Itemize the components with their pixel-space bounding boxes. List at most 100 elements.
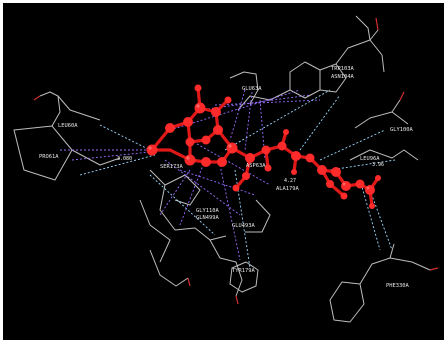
label-ala179: ALA179A	[276, 186, 299, 192]
hbond-line	[71, 151, 151, 161]
ligand-atom	[355, 179, 365, 189]
ligand-atom	[264, 164, 272, 172]
label-phe330: PHE330A	[386, 283, 409, 289]
label-gly110: GLY110A	[196, 208, 219, 214]
label-gln499: GLN499A	[196, 215, 219, 221]
interaction-lines	[60, 89, 396, 269]
ligand-atom	[375, 175, 381, 181]
viewport-background	[3, 3, 444, 340]
atom-highlight	[196, 104, 200, 108]
label-pro61: PRO61A	[39, 154, 59, 160]
atom-highlight	[366, 186, 370, 190]
label-glu493: GLU493A	[232, 223, 255, 229]
residue-pro61-ring	[13, 125, 73, 181]
residue-leu96-chain	[349, 149, 419, 161]
residue-trp103-chain	[237, 29, 385, 111]
label-asn104: ASN104A	[331, 74, 354, 80]
residue-oxygen	[235, 295, 239, 305]
label-trp103: TRP103A	[331, 66, 354, 72]
hbond-line	[224, 89, 331, 151]
residue-phe330-ring	[329, 281, 365, 323]
ligand-atom	[224, 96, 232, 104]
residue-bottom-left	[149, 249, 189, 287]
ligand-atom	[183, 117, 193, 127]
ligand-atom	[291, 151, 301, 161]
hbond-line	[214, 99, 321, 106]
hbond-line	[199, 94, 311, 111]
ligand-atom	[211, 107, 221, 117]
atom-highlight	[148, 146, 152, 150]
ligand-atom	[261, 145, 271, 155]
ligand-atom	[305, 153, 315, 163]
residue-trp103-ring2	[319, 63, 347, 93]
ligand-atom	[232, 184, 240, 192]
ligand-atom	[340, 192, 348, 200]
residue-glu63-chain	[229, 71, 259, 105]
label-leu60: LEU60A	[58, 123, 78, 129]
residue-central-2	[164, 174, 201, 206]
hbond-line	[299, 94, 341, 151]
ligand-atom	[365, 185, 375, 195]
ligand-atom	[185, 137, 195, 147]
hbond-line	[169, 89, 301, 131]
ligand-atom	[245, 153, 255, 163]
ligand-atom	[326, 180, 334, 188]
hbond-line	[229, 89, 246, 141]
ligand-atom	[217, 157, 227, 167]
ligand-atom	[341, 181, 351, 191]
ligand-atom	[184, 154, 196, 166]
hbond-line	[244, 91, 253, 151]
label-asp63: ASP63A	[246, 163, 266, 169]
ligand-atom	[201, 135, 211, 145]
hbond-line	[369, 189, 393, 251]
atom-highlight	[228, 144, 232, 148]
ligand-atom	[194, 102, 206, 114]
atom-highlight	[186, 156, 190, 160]
ligand-atom-highlights	[148, 104, 370, 190]
residue-tyr179-ring	[229, 261, 259, 293]
ligand-atom	[283, 129, 289, 135]
hbond-line	[149, 174, 216, 236]
residue-sticks	[13, 15, 431, 323]
ligand-atom	[146, 144, 158, 156]
residue-link-left	[71, 149, 121, 166]
ligand-atom	[165, 123, 175, 133]
residue-hetero-atoms	[33, 17, 439, 305]
hbond-line	[164, 159, 241, 216]
residue-leu60-chain	[39, 91, 101, 127]
ligand-atom	[201, 157, 211, 167]
hbond-line	[329, 159, 396, 171]
label-distance-2: 4.27	[284, 178, 296, 184]
ligand-atom	[369, 203, 375, 209]
ligand-atom	[317, 165, 327, 175]
hbond-line	[189, 139, 271, 186]
hbond-line	[179, 169, 256, 196]
hbond-line	[219, 164, 241, 261]
ligand-atom	[194, 84, 202, 92]
label-distance-1: 3.080	[117, 156, 132, 162]
residue-top-right-hook	[355, 15, 371, 41]
residue-oxygen	[429, 267, 439, 271]
residue-oxygen	[399, 91, 405, 101]
residue-gly100-chain	[354, 99, 409, 129]
residue-oxygen	[33, 95, 41, 101]
ligand-atom	[277, 141, 287, 151]
ligand-atom	[291, 169, 297, 175]
atom-highlight	[342, 182, 346, 186]
residue-labels: LEU60A PRO61A 3.080 GLU63A TRP103A ASN10…	[39, 66, 413, 289]
residue-central-3	[139, 199, 171, 263]
residue-central-5	[245, 199, 271, 233]
residue-oxygen	[187, 277, 191, 287]
label-distance-3: 3.96	[372, 162, 384, 168]
label-ser173: SER173A	[160, 164, 183, 170]
ligand-atom	[226, 142, 238, 154]
residue-central-4	[209, 239, 243, 297]
hbond-line	[99, 124, 151, 151]
residue-phe330-chain	[359, 243, 431, 285]
hbond-line	[79, 154, 156, 176]
ligand-atom	[213, 125, 223, 135]
hbond-line	[159, 169, 191, 216]
residue-oxygen	[375, 17, 379, 31]
